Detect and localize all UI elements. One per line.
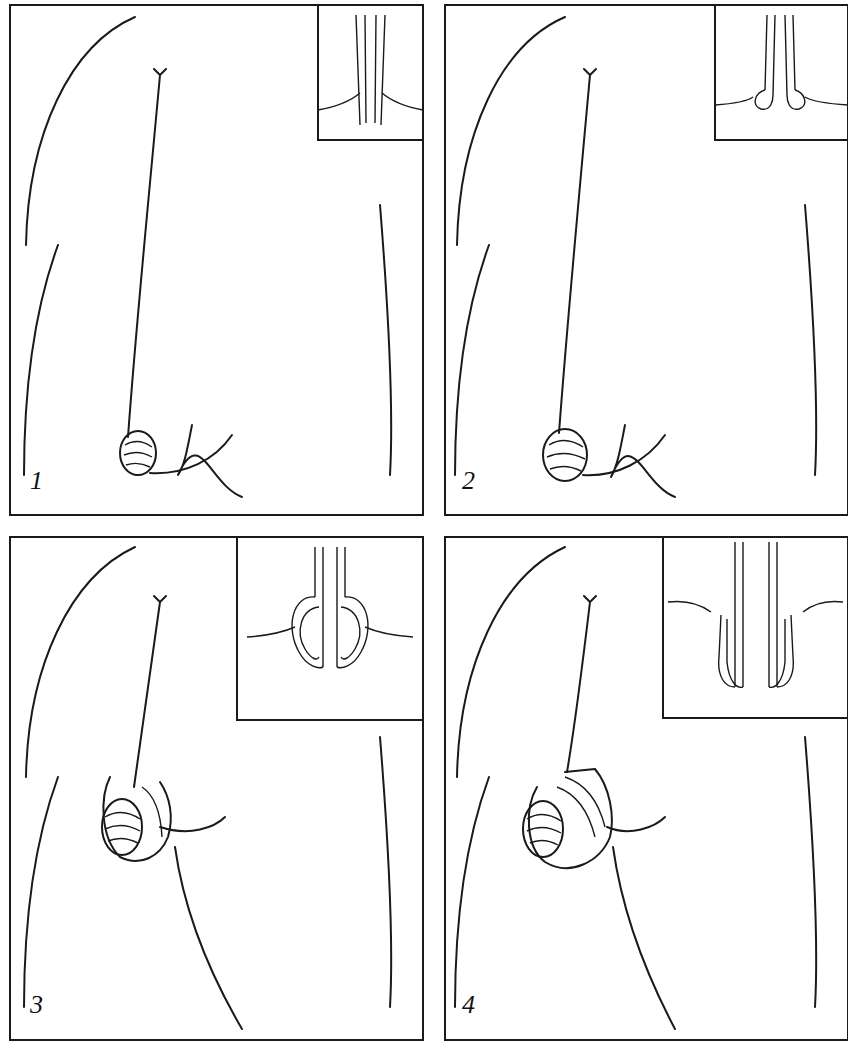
panel (445, 5, 848, 515)
panel-number: 2 (462, 468, 475, 494)
panel (10, 5, 423, 515)
panel-number: 1 (30, 468, 43, 494)
panel (445, 537, 848, 1040)
panel-number: 4 (462, 992, 475, 1018)
panel (10, 537, 423, 1040)
panel-number: 3 (30, 992, 43, 1018)
